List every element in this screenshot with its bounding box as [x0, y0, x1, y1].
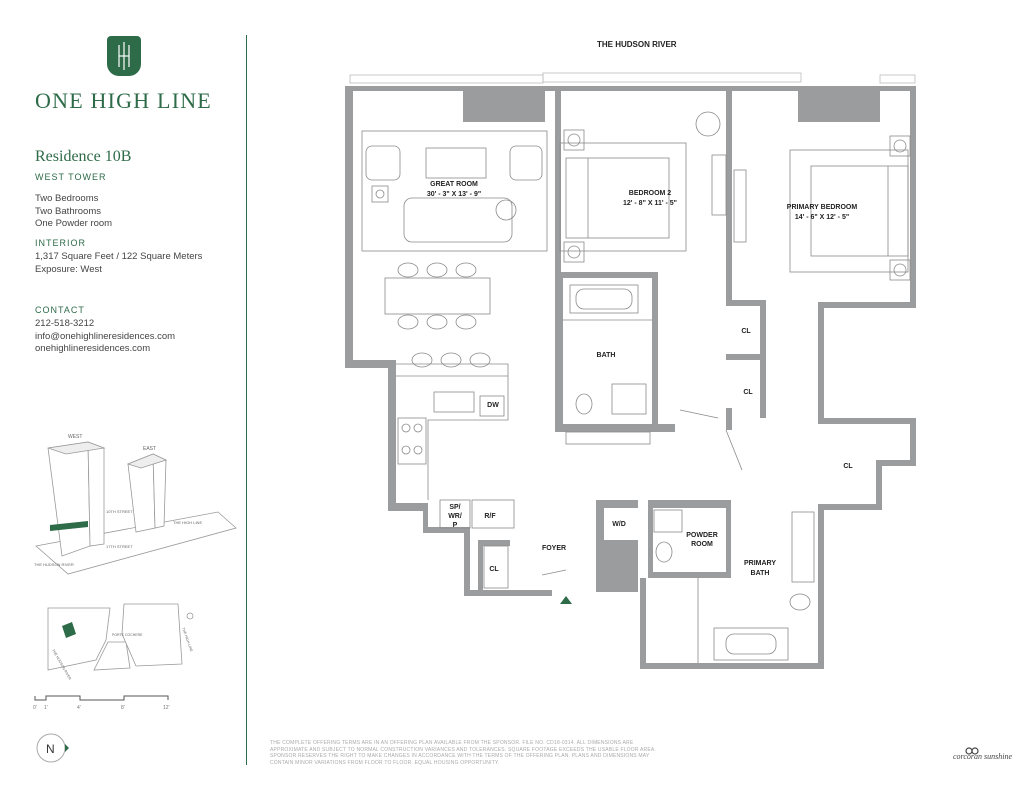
keyplan-west-label: WEST	[68, 434, 82, 440]
washer-dryer-label: W/D	[612, 521, 626, 528]
residence-title: Residence 10B	[35, 148, 132, 165]
room-summary-line: One Powder room	[35, 218, 113, 229]
primary-bedroom-label: PRIMARY BEDROOM	[787, 204, 858, 211]
room-summary-line: Two Bathrooms	[35, 205, 101, 217]
scale-tick-label: 8'	[121, 705, 125, 711]
site-porte-cochere: PORTE COCHERE	[112, 633, 143, 637]
wr-label: WR/	[448, 513, 462, 520]
legal-disclaimer: THE COMPLETE OFFERING TERMS ARE IN AN OF…	[270, 740, 656, 766]
info-panel: ONE HIGH LINE Residence 10B WEST TOWER T…	[0, 0, 247, 800]
scale-bar: 0' 1' 4' 8' 12'	[33, 695, 170, 711]
scale-tick-label: 12'	[163, 705, 170, 711]
room-summary: Two Bedrooms Two Bathrooms One Powder ro…	[35, 193, 112, 231]
exposure-text: Exposure: West	[35, 263, 102, 275]
scale-tick-label: 0'	[33, 705, 37, 711]
primary-bath-label: PRIMARY	[744, 560, 776, 567]
keyplan-high-line: THE HIGH LINE	[173, 520, 202, 525]
phone-link[interactable]: 212-518-3212	[35, 318, 95, 329]
interior-heading: INTERIOR	[35, 238, 87, 248]
corcoran-logo-icon	[965, 747, 979, 755]
great-room-dims: 30' - 3" X 13' - 9"	[427, 191, 481, 198]
powder-room-label-line2: ROOM	[691, 541, 713, 548]
site-plan: THE HUDSON RIVER THE HIGH LINE PORTE COC…	[47, 603, 194, 680]
refrigerator-label: R/F	[484, 513, 496, 520]
brand-name: ONE HIGH LINE	[35, 88, 212, 113]
corcoran-brand: corcoran sunshine	[952, 752, 1013, 761]
contact-heading: CONTACT	[35, 305, 85, 315]
panel-divider	[246, 35, 247, 765]
river-label: THE HUDSON RIVER	[597, 40, 677, 49]
room-summary-line: Two Bedrooms	[35, 193, 99, 204]
interior-info: 1,317 Square Feet / 122 Square Meters Ex…	[35, 251, 202, 276]
email-link[interactable]: info@onehighlineresidences.com	[35, 330, 176, 342]
closet-label: CL	[489, 566, 499, 573]
keyplan-east-label: EAST	[143, 446, 156, 452]
closet-label: CL	[843, 463, 853, 470]
bedroom2-label: BEDROOM 2	[629, 190, 672, 197]
sp-label: SP/	[449, 504, 460, 511]
building-keyplan: WEST EAST 10TH STREET 17TH STREET THE HI…	[34, 434, 237, 575]
bedroom2-dims: 12' - 8" X 11' - 5"	[623, 200, 677, 207]
closet-label: CL	[743, 389, 753, 396]
website-link[interactable]: onehighlineresidences.com	[35, 343, 151, 354]
scale-tick-label: 4'	[77, 705, 81, 711]
powder-room-label: POWDER	[686, 532, 718, 539]
keyplan-17th-street: 17TH STREET	[106, 544, 133, 549]
foyer-label: FOYER	[542, 545, 566, 552]
tower-label: WEST TOWER	[35, 172, 107, 182]
compass: N	[36, 733, 69, 763]
primary-bath-label-line2: BATH	[751, 570, 770, 577]
compass-north-label: N	[46, 742, 55, 756]
contact-info: 212-518-3212 info@onehighlineresidences.…	[35, 318, 175, 356]
dishwasher-label: DW	[487, 402, 499, 409]
primary-bedroom-dims: 14' - 6" X 12' - 5"	[795, 214, 849, 221]
p-label: P	[453, 522, 458, 529]
great-room-label: GREAT ROOM	[430, 181, 478, 188]
one-high-line-logo-icon	[107, 36, 141, 76]
area-text: 1,317 Square Feet / 122 Square Meters	[35, 251, 203, 262]
closet-label: CL	[741, 328, 751, 335]
entry-marker	[560, 596, 572, 604]
keyplan-hudson: THE HUDSON RIVER	[34, 562, 74, 567]
bath-label: BATH	[597, 352, 616, 359]
keyplan-10th-street: 10TH STREET	[106, 509, 133, 514]
scale-tick-label: 1'	[44, 705, 48, 711]
